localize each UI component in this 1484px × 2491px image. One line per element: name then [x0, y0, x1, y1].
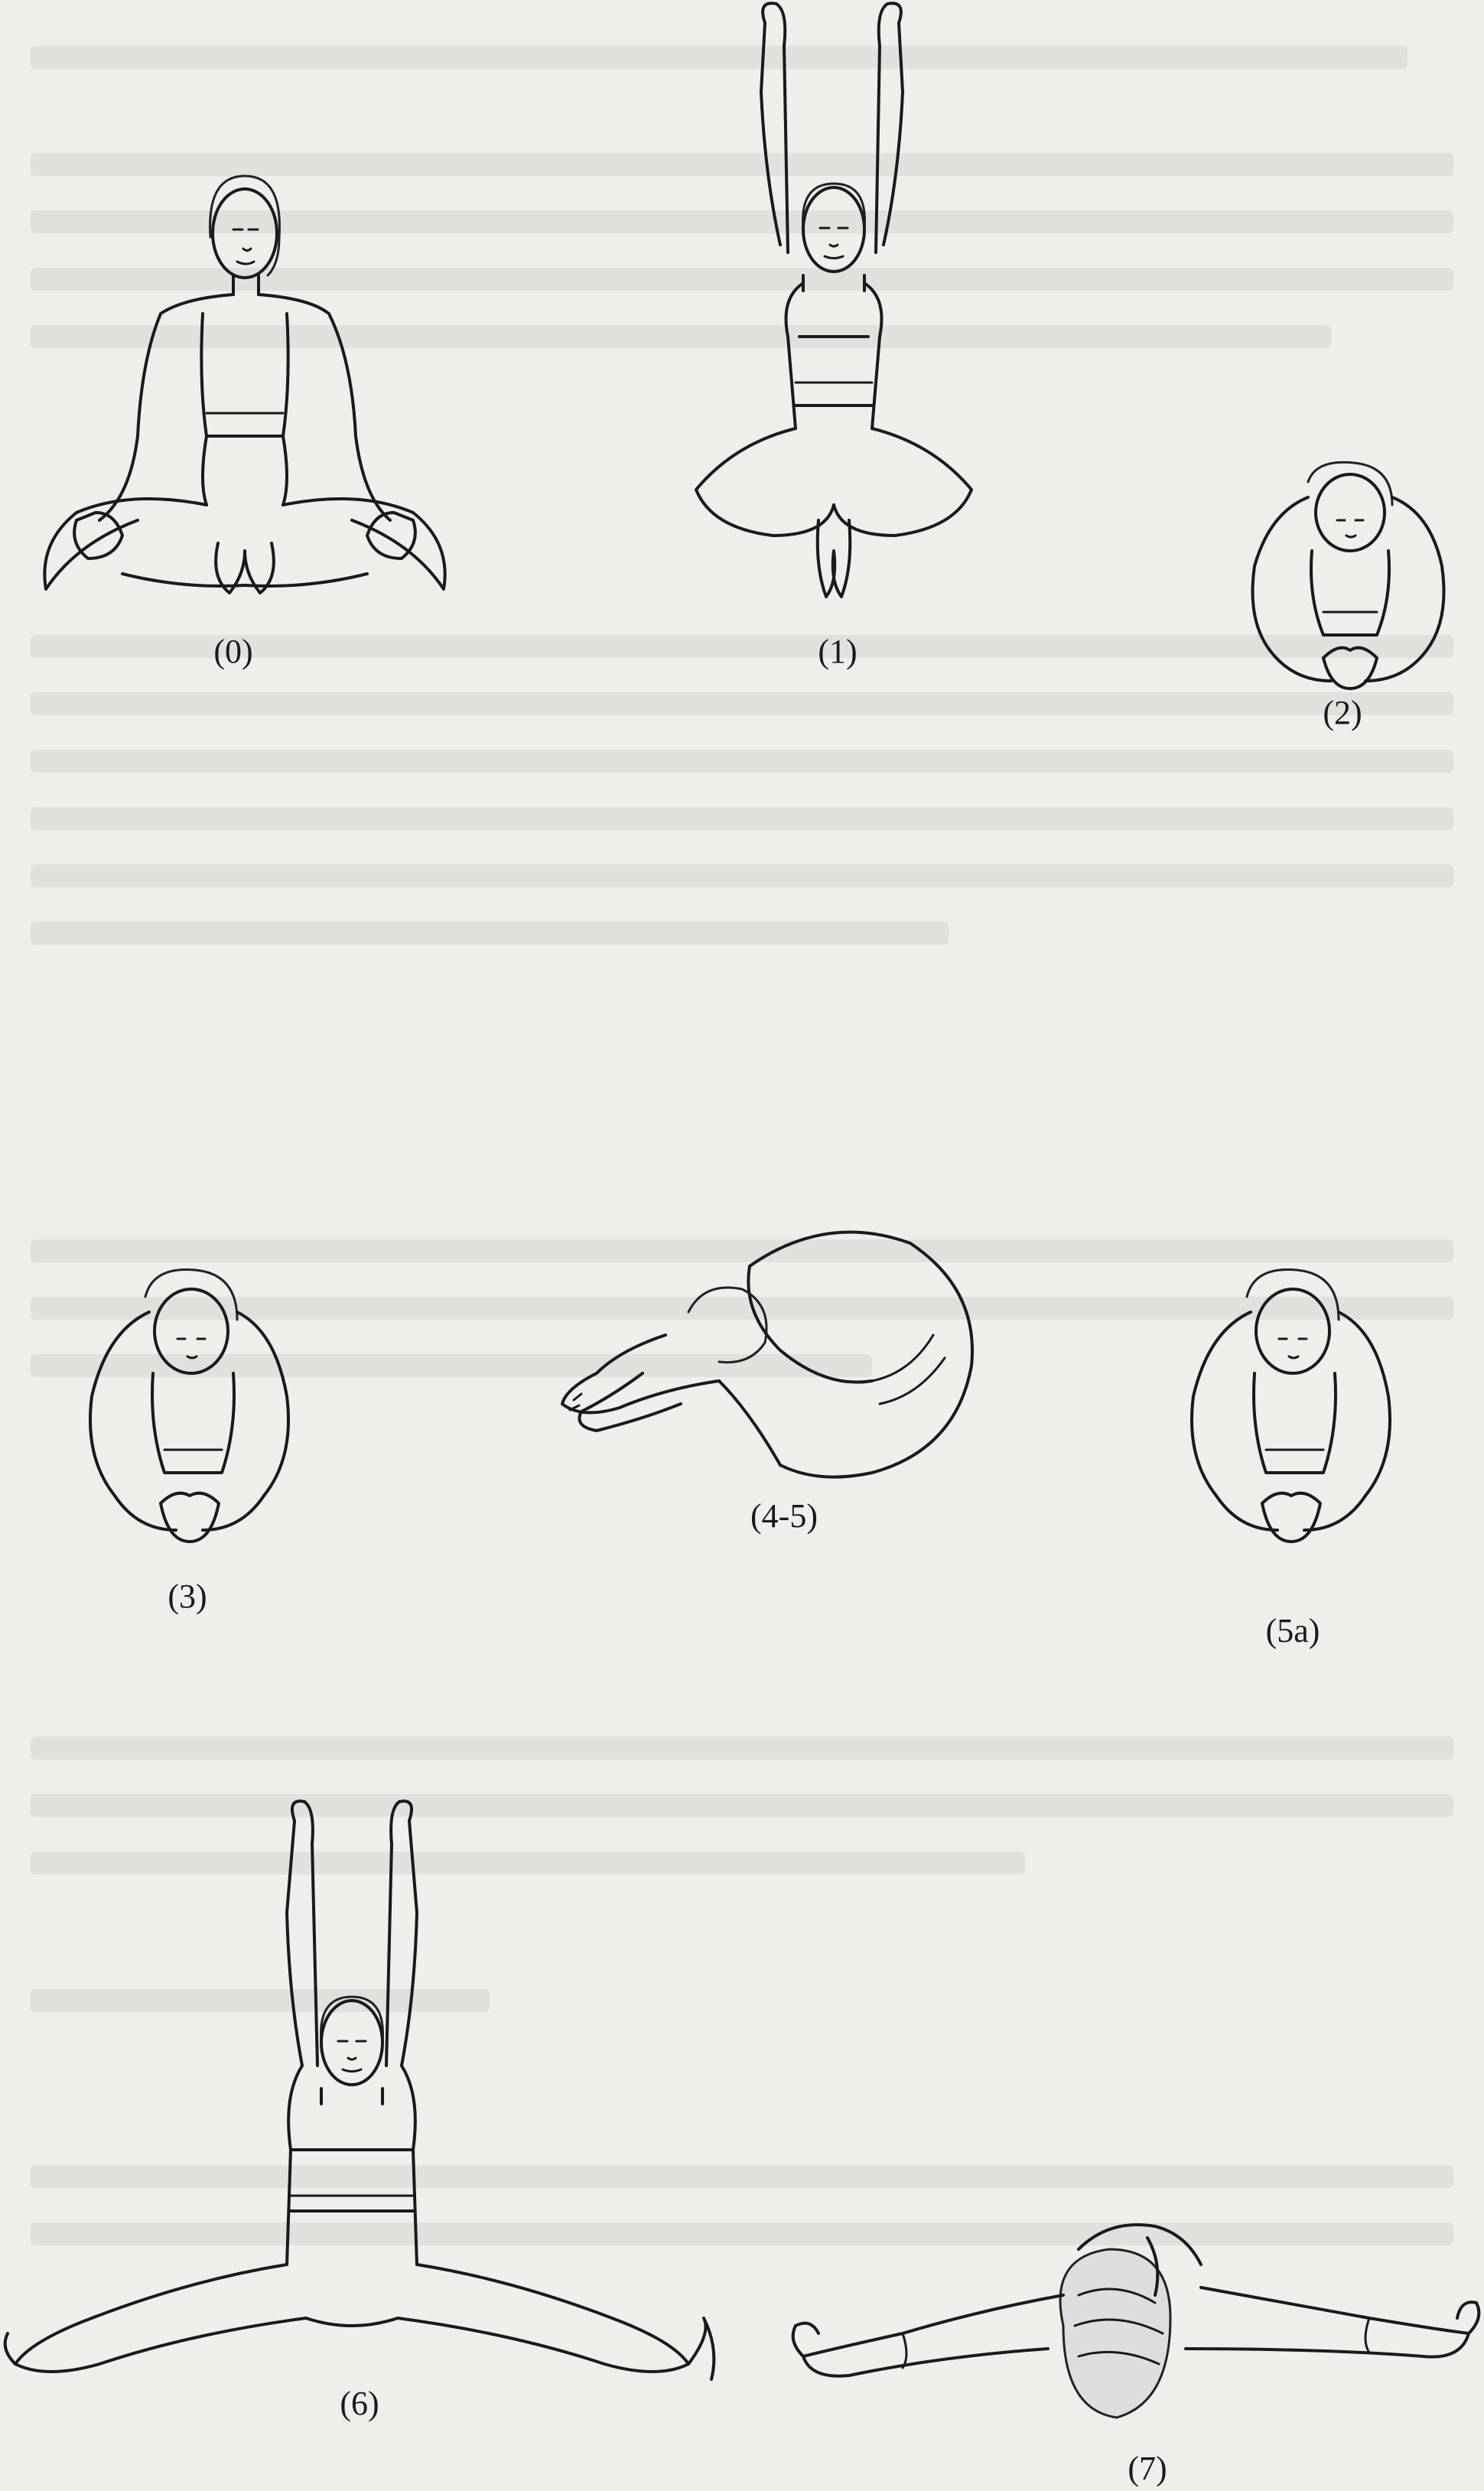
- pose-3-illustration: [61, 1266, 314, 1557]
- pose-2-label: (2): [1323, 696, 1362, 730]
- pose-2-drawing: [1224, 459, 1469, 696]
- pose-0-drawing: [15, 161, 459, 597]
- pose-1-illustration: [650, 0, 1017, 612]
- pose-0-illustration: [15, 161, 459, 597]
- pose-4-5-illustration: [551, 1220, 987, 1496]
- pose-3-drawing: [61, 1266, 314, 1557]
- pose-7-drawing: [788, 2203, 1484, 2456]
- pose-6-drawing: [0, 1798, 734, 2410]
- pose-0-label: (0): [213, 635, 252, 669]
- pose-4-5-label: (4-5): [750, 1499, 818, 1533]
- pose-5a-illustration: [1163, 1266, 1415, 1557]
- pose-5a-label: (5a): [1266, 1614, 1320, 1648]
- pose-3-label: (3): [168, 1580, 207, 1613]
- pose-4-5-drawing: [551, 1220, 987, 1496]
- pose-6-illustration: [0, 1798, 734, 2410]
- pose-1-label: (1): [818, 635, 857, 669]
- pose-6-label: (6): [340, 2387, 379, 2421]
- pose-7-illustration: [788, 2203, 1484, 2456]
- pose-5a-drawing: [1163, 1266, 1415, 1557]
- pose-2-illustration: [1224, 459, 1469, 696]
- pose-7-label: (7): [1128, 2452, 1167, 2486]
- pose-1-drawing: [650, 0, 1017, 612]
